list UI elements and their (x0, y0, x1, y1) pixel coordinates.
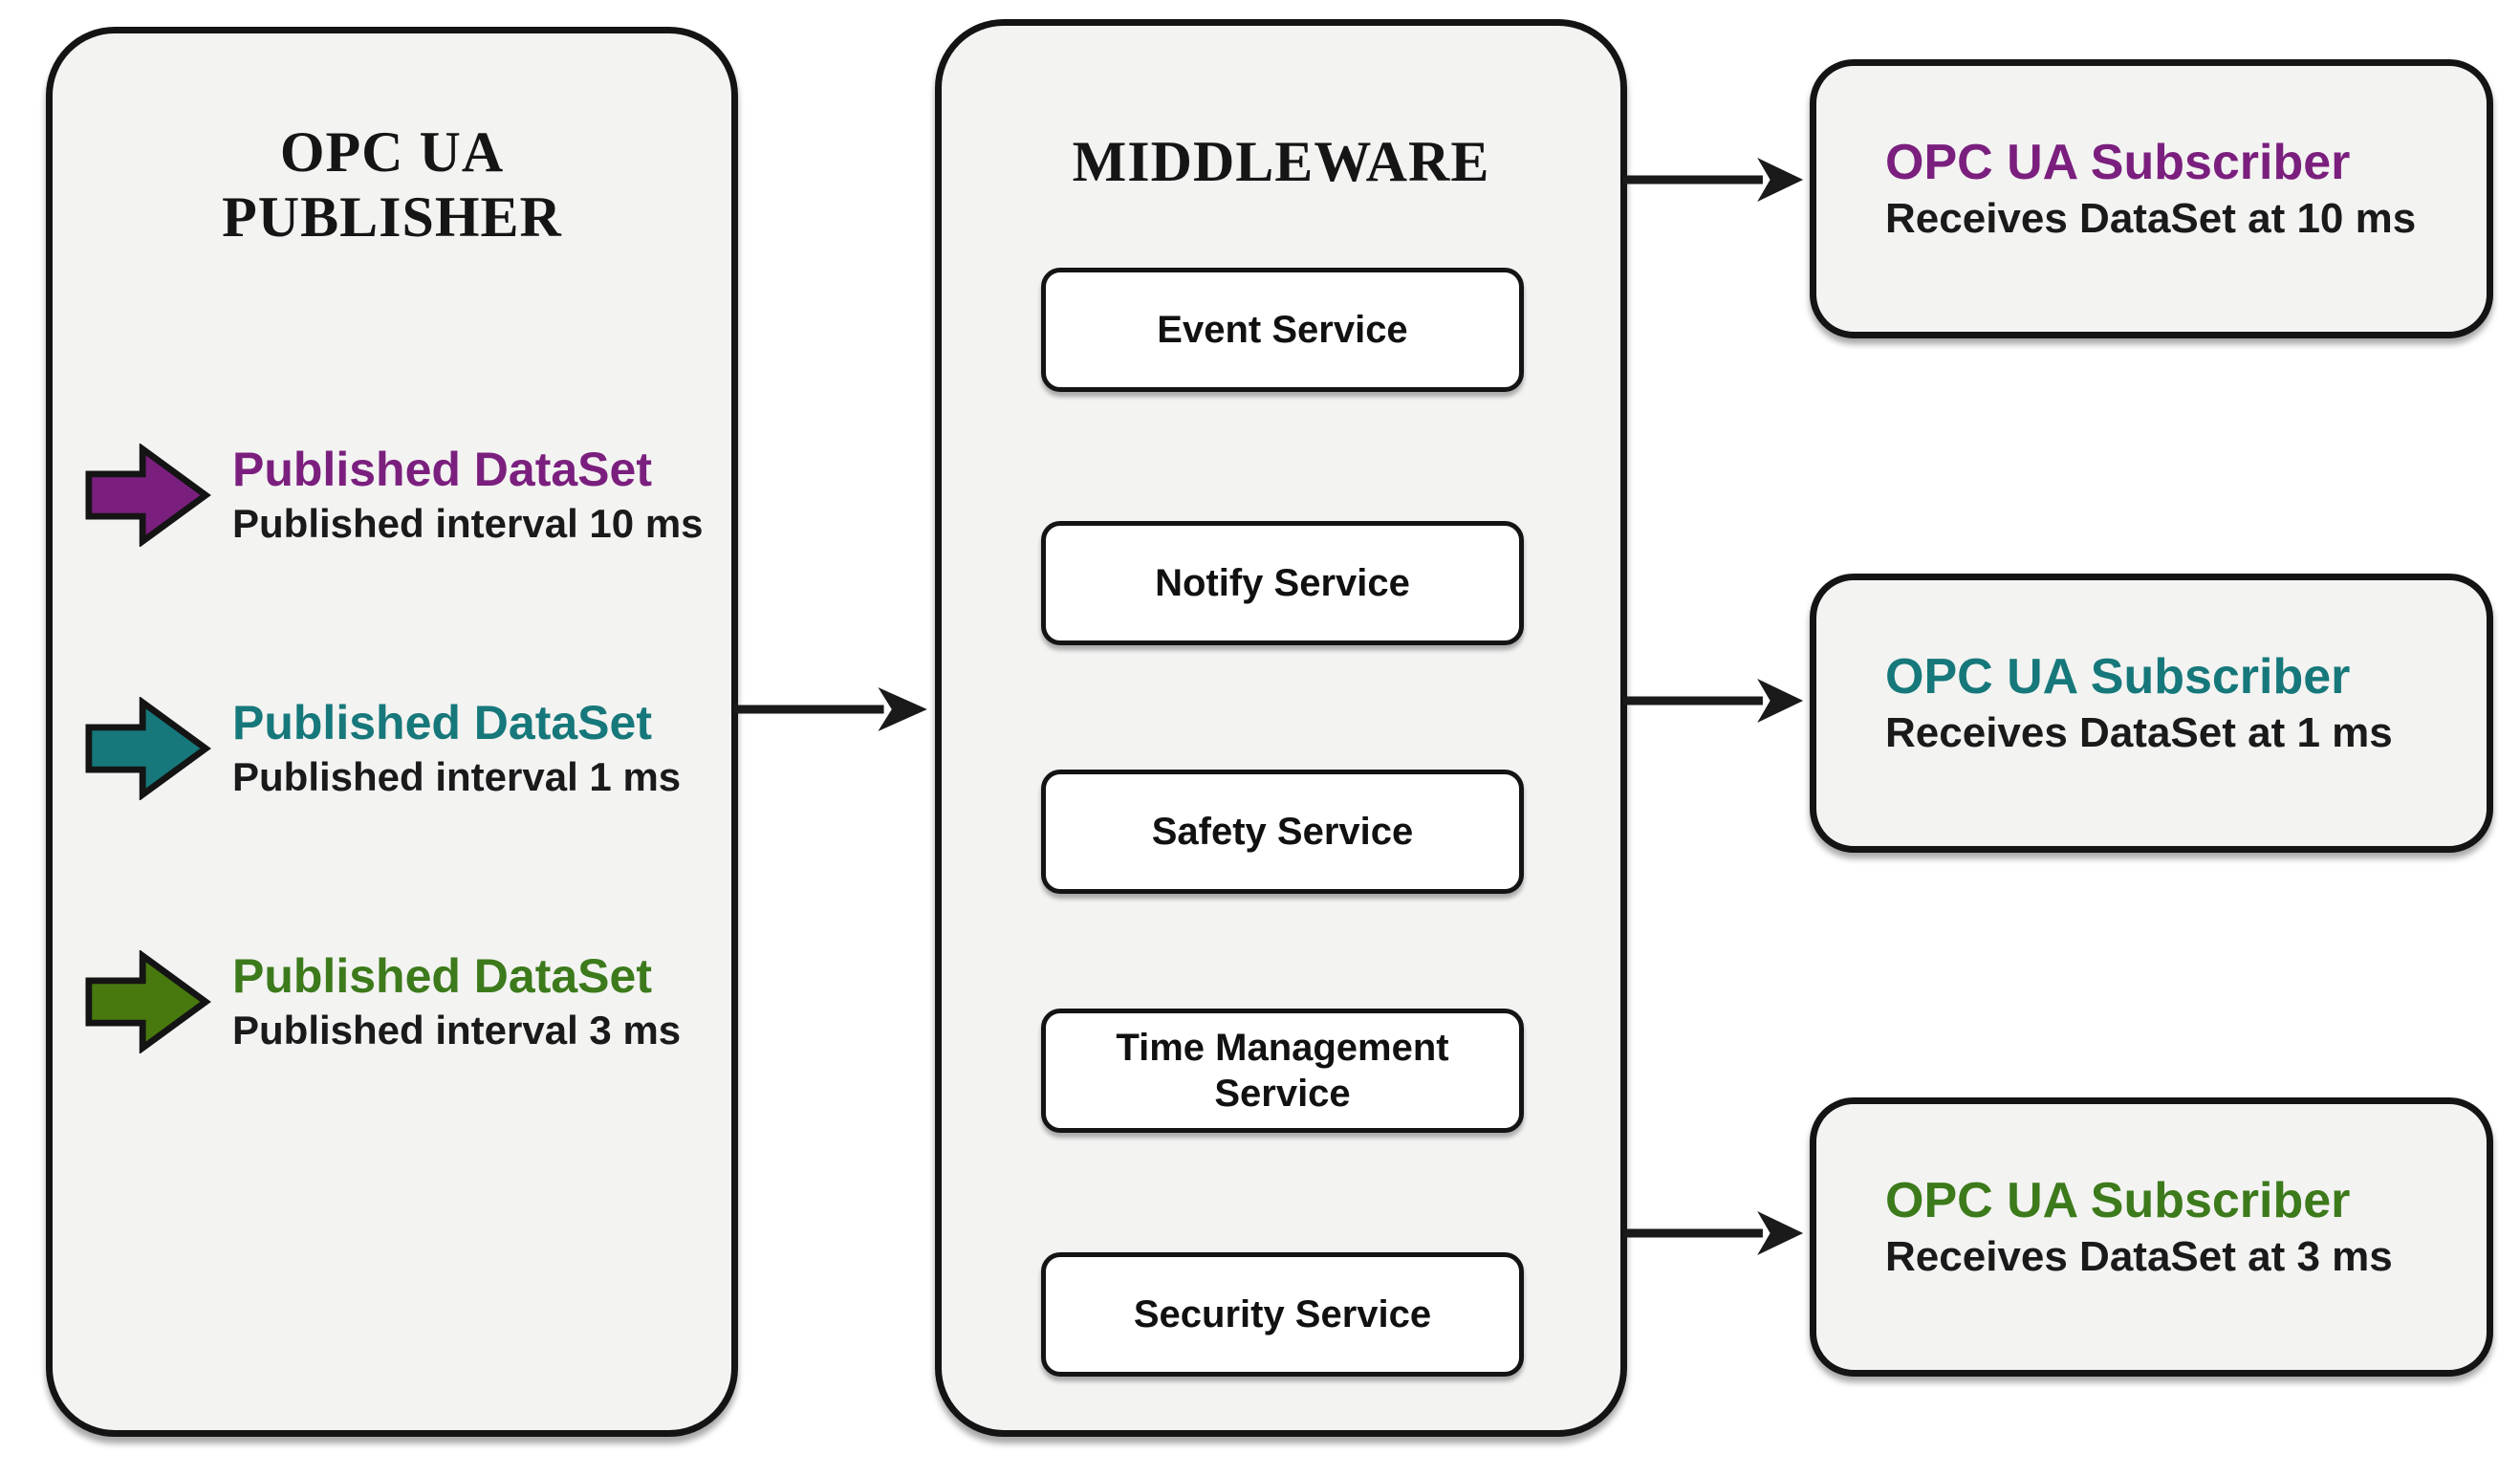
right-block-arrow-icon (85, 697, 211, 800)
service-box-security: Security Service (1041, 1252, 1524, 1377)
arrow-publisher-to-middleware (734, 687, 927, 731)
dataset-row-1ms: Published DataSet Published interval 1 m… (79, 695, 729, 848)
subscriber-title: OPC UA Subscriber (1885, 1173, 2351, 1228)
service-box-safety: Safety Service (1041, 770, 1524, 894)
right-block-arrow-icon (85, 444, 211, 547)
publisher-title: OPC UA PUBLISHER (222, 120, 562, 249)
service-label: Event Service (1157, 309, 1408, 351)
dataset-interval: Published interval 10 ms (232, 501, 704, 546)
dataset-interval: Published interval 1 ms (232, 754, 682, 799)
dataset-text: Published DataSet Published interval 1 m… (232, 695, 681, 802)
service-label: Time Management Service (1116, 1027, 1449, 1115)
subscriber-box-10ms: OPC UA Subscriber Receives DataSet at 10… (1810, 59, 2493, 338)
dataset-label: Published DataSet (232, 696, 652, 749)
arrow-middleware-to-subscriber-10ms (1623, 158, 1804, 202)
dataset-label: Published DataSet (232, 443, 652, 496)
dataset-label: Published DataSet (232, 949, 652, 1003)
subscriber-detail: Receives DataSet at 1 ms (1885, 709, 2393, 756)
publisher-box: OPC UA PUBLISHER Published DataSet Publi… (46, 27, 738, 1437)
middleware-title: MIDDLEWARE (1072, 130, 1490, 193)
service-box-event: Event Service (1041, 268, 1524, 392)
service-label: Safety Service (1151, 811, 1414, 853)
service-box-time-management: Time Management Service (1041, 1009, 1524, 1133)
subscriber-text: OPC UA Subscriber Receives DataSet at 3 … (1885, 1171, 2393, 1284)
subscriber-detail: Receives DataSet at 10 ms (1885, 195, 2417, 242)
subscriber-box-3ms: OPC UA Subscriber Receives DataSet at 3 … (1810, 1097, 2493, 1377)
service-label: Security Service (1133, 1293, 1432, 1335)
dataset-text: Published DataSet Published interval 10 … (232, 442, 704, 549)
arrow-middleware-to-subscriber-3ms (1623, 1211, 1804, 1255)
right-block-arrow-icon (85, 950, 211, 1053)
service-box-notify: Notify Service (1041, 521, 1524, 645)
dataset-interval: Published interval 3 ms (232, 1008, 682, 1053)
subscriber-box-1ms: OPC UA Subscriber Receives DataSet at 1 … (1810, 574, 2493, 853)
subscriber-detail: Receives DataSet at 3 ms (1885, 1233, 2393, 1280)
subscriber-title: OPC UA Subscriber (1885, 649, 2351, 705)
service-label: Notify Service (1155, 562, 1410, 604)
subscriber-title: OPC UA Subscriber (1885, 135, 2351, 190)
arrow-middleware-to-subscriber-1ms (1623, 679, 1804, 723)
subscriber-text: OPC UA Subscriber Receives DataSet at 10… (1885, 133, 2416, 246)
dataset-text: Published DataSet Published interval 3 m… (232, 948, 681, 1055)
dataset-row-3ms: Published DataSet Published interval 3 m… (79, 948, 729, 1101)
middleware-box: MIDDLEWARE Event Service Notify Service … (935, 19, 1627, 1437)
subscriber-text: OPC UA Subscriber Receives DataSet at 1 … (1885, 647, 2393, 760)
dataset-row-10ms: Published DataSet Published interval 10 … (79, 442, 729, 595)
